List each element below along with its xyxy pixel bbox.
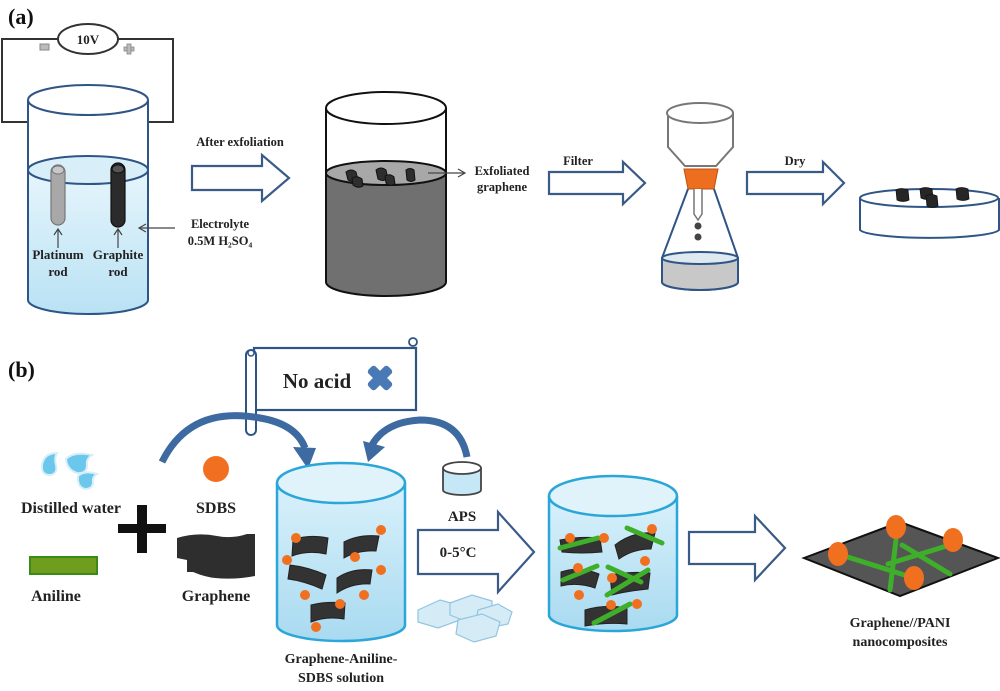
graphite-label-2: rod xyxy=(108,264,128,279)
temperature-label: 0-5°C xyxy=(440,545,477,561)
electrolyte-label-2: 0.5M H₂SO₄ xyxy=(188,234,253,248)
graphene-pani-product xyxy=(801,515,1000,598)
product-label-2: nanocomposites xyxy=(853,635,948,650)
minus-terminal-icon xyxy=(39,43,50,51)
solution-beaker xyxy=(275,461,407,643)
sdbs-icon xyxy=(203,456,229,482)
arrow-product-icon xyxy=(687,513,787,583)
sdbs-label: SDBS xyxy=(196,500,236,517)
curved-arrow-right-icon xyxy=(363,416,471,462)
ice-cubes-icon xyxy=(417,594,513,643)
step-after-exfoliation-label: After exfoliation xyxy=(196,135,284,149)
aps-label: APS xyxy=(448,509,476,525)
filter-funnel xyxy=(666,102,734,222)
cross-icon xyxy=(367,365,393,391)
arrow-cooling-icon xyxy=(416,509,536,595)
exfoliated-beaker xyxy=(325,91,447,297)
electrolysis-beaker xyxy=(27,84,149,315)
step-dry-label: Dry xyxy=(785,154,807,168)
arrow-after-exfoliation-icon xyxy=(190,152,291,204)
curved-arrow-left-icon xyxy=(158,412,316,469)
arrow-dry-icon xyxy=(745,159,846,207)
aps-vial-icon xyxy=(442,461,482,496)
solution-label-1: Graphene-Aniline- xyxy=(285,652,398,667)
panel-b-label: (b) xyxy=(8,357,35,382)
platinum-label-1: Platinum xyxy=(32,247,83,262)
platinum-rod xyxy=(50,164,66,226)
platinum-label-2: rod xyxy=(48,264,68,279)
exfoliated-label-1: Exfoliated xyxy=(475,164,530,178)
step-filter-label: Filter xyxy=(563,154,593,168)
plus-icon xyxy=(118,505,166,553)
filter-flask xyxy=(661,188,739,291)
no-acid-sign: No acid xyxy=(245,337,418,436)
water-drops-icon xyxy=(40,451,100,491)
solution-label-2: SDBS solution xyxy=(298,671,384,686)
product-label-1: Graphene//PANI xyxy=(850,616,951,631)
graphite-rod xyxy=(110,162,126,228)
graphene-flakes xyxy=(345,167,416,188)
petri-dish xyxy=(859,187,1000,239)
aniline-icon xyxy=(29,556,98,575)
voltage-label: 10V xyxy=(77,32,100,47)
no-acid-label: No acid xyxy=(283,369,352,393)
distilled-water-label: Distilled water xyxy=(21,500,121,517)
exfoliated-label-2: graphene xyxy=(477,180,527,194)
electrolyte-label-1: Electrolyte xyxy=(191,217,250,231)
aniline-label: Aniline xyxy=(31,588,81,605)
arrow-filter-icon xyxy=(547,159,647,207)
graphite-label-1: Graphite xyxy=(93,247,144,262)
panel-a-label: (a) xyxy=(8,4,34,29)
graphene-icon xyxy=(177,534,255,579)
pani-chains xyxy=(557,525,665,626)
graphene-label: Graphene xyxy=(182,588,250,605)
solution-sdbs-particles xyxy=(282,525,386,632)
polymerized-sdbs-particles xyxy=(565,524,657,610)
plus-terminal-icon xyxy=(123,43,135,55)
voltage-source: 10V xyxy=(57,23,119,55)
